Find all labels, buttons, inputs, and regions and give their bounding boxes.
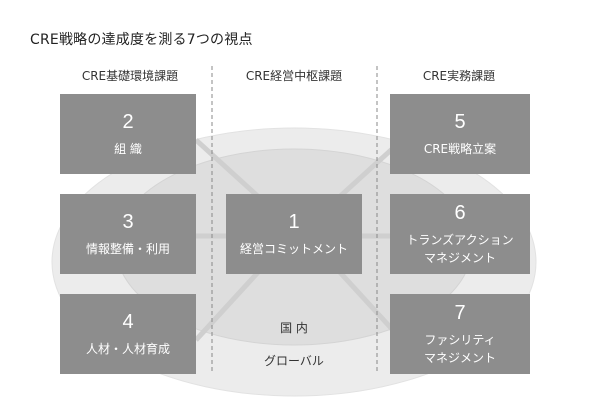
diagram-title: CRE戦略の達成度を測る7つの視点 [30, 32, 253, 48]
box-label: 経営コミットメント [239, 242, 348, 256]
box-organization: 2 組 織 [60, 94, 196, 174]
column-header-basic: CRE基礎環境課題 [81, 69, 179, 83]
column-dividers [211, 66, 378, 374]
connector-2-1 [194, 138, 264, 202]
box-number: 7 [454, 302, 466, 324]
box-label: 情報整備・利用 [85, 242, 170, 256]
box-label-line1: トランズアクション [406, 233, 514, 247]
box-label-line2: マネジメント [423, 351, 496, 365]
box-number: 5 [454, 111, 466, 133]
box-facility-management: 7 ファシリティ マネジメント [390, 294, 530, 374]
box-number: 4 [122, 311, 134, 333]
circle-label-domestic: 国 内 [280, 321, 308, 335]
box-label-line2: マネジメント [423, 251, 496, 265]
box-cre-strategy: 5 CRE戦略立案 [390, 94, 530, 174]
circle-label-global: グローバル [264, 354, 324, 368]
box-label: CRE戦略立案 [423, 142, 497, 156]
box-management-commitment: 1 経営コミットメント [226, 194, 362, 274]
box-number: 3 [122, 211, 134, 233]
box-number: 1 [288, 211, 300, 233]
box-number: 2 [122, 111, 134, 133]
box-transaction-management: 6 トランズアクション マネジメント [390, 194, 530, 274]
box-label-line1: ファシリティ [424, 333, 496, 347]
box-number: 6 [454, 202, 466, 224]
connector-4-1 [194, 266, 264, 342]
box-information: 3 情報整備・利用 [60, 194, 196, 274]
column-header-management: CRE経営中枢課題 [245, 69, 343, 83]
column-header-practical: CRE実務課題 [422, 69, 496, 83]
box-label: 組 織 [114, 142, 142, 156]
box-human-resources: 4 人材・人材育成 [60, 294, 196, 374]
box-label: 人材・人材育成 [85, 342, 170, 356]
